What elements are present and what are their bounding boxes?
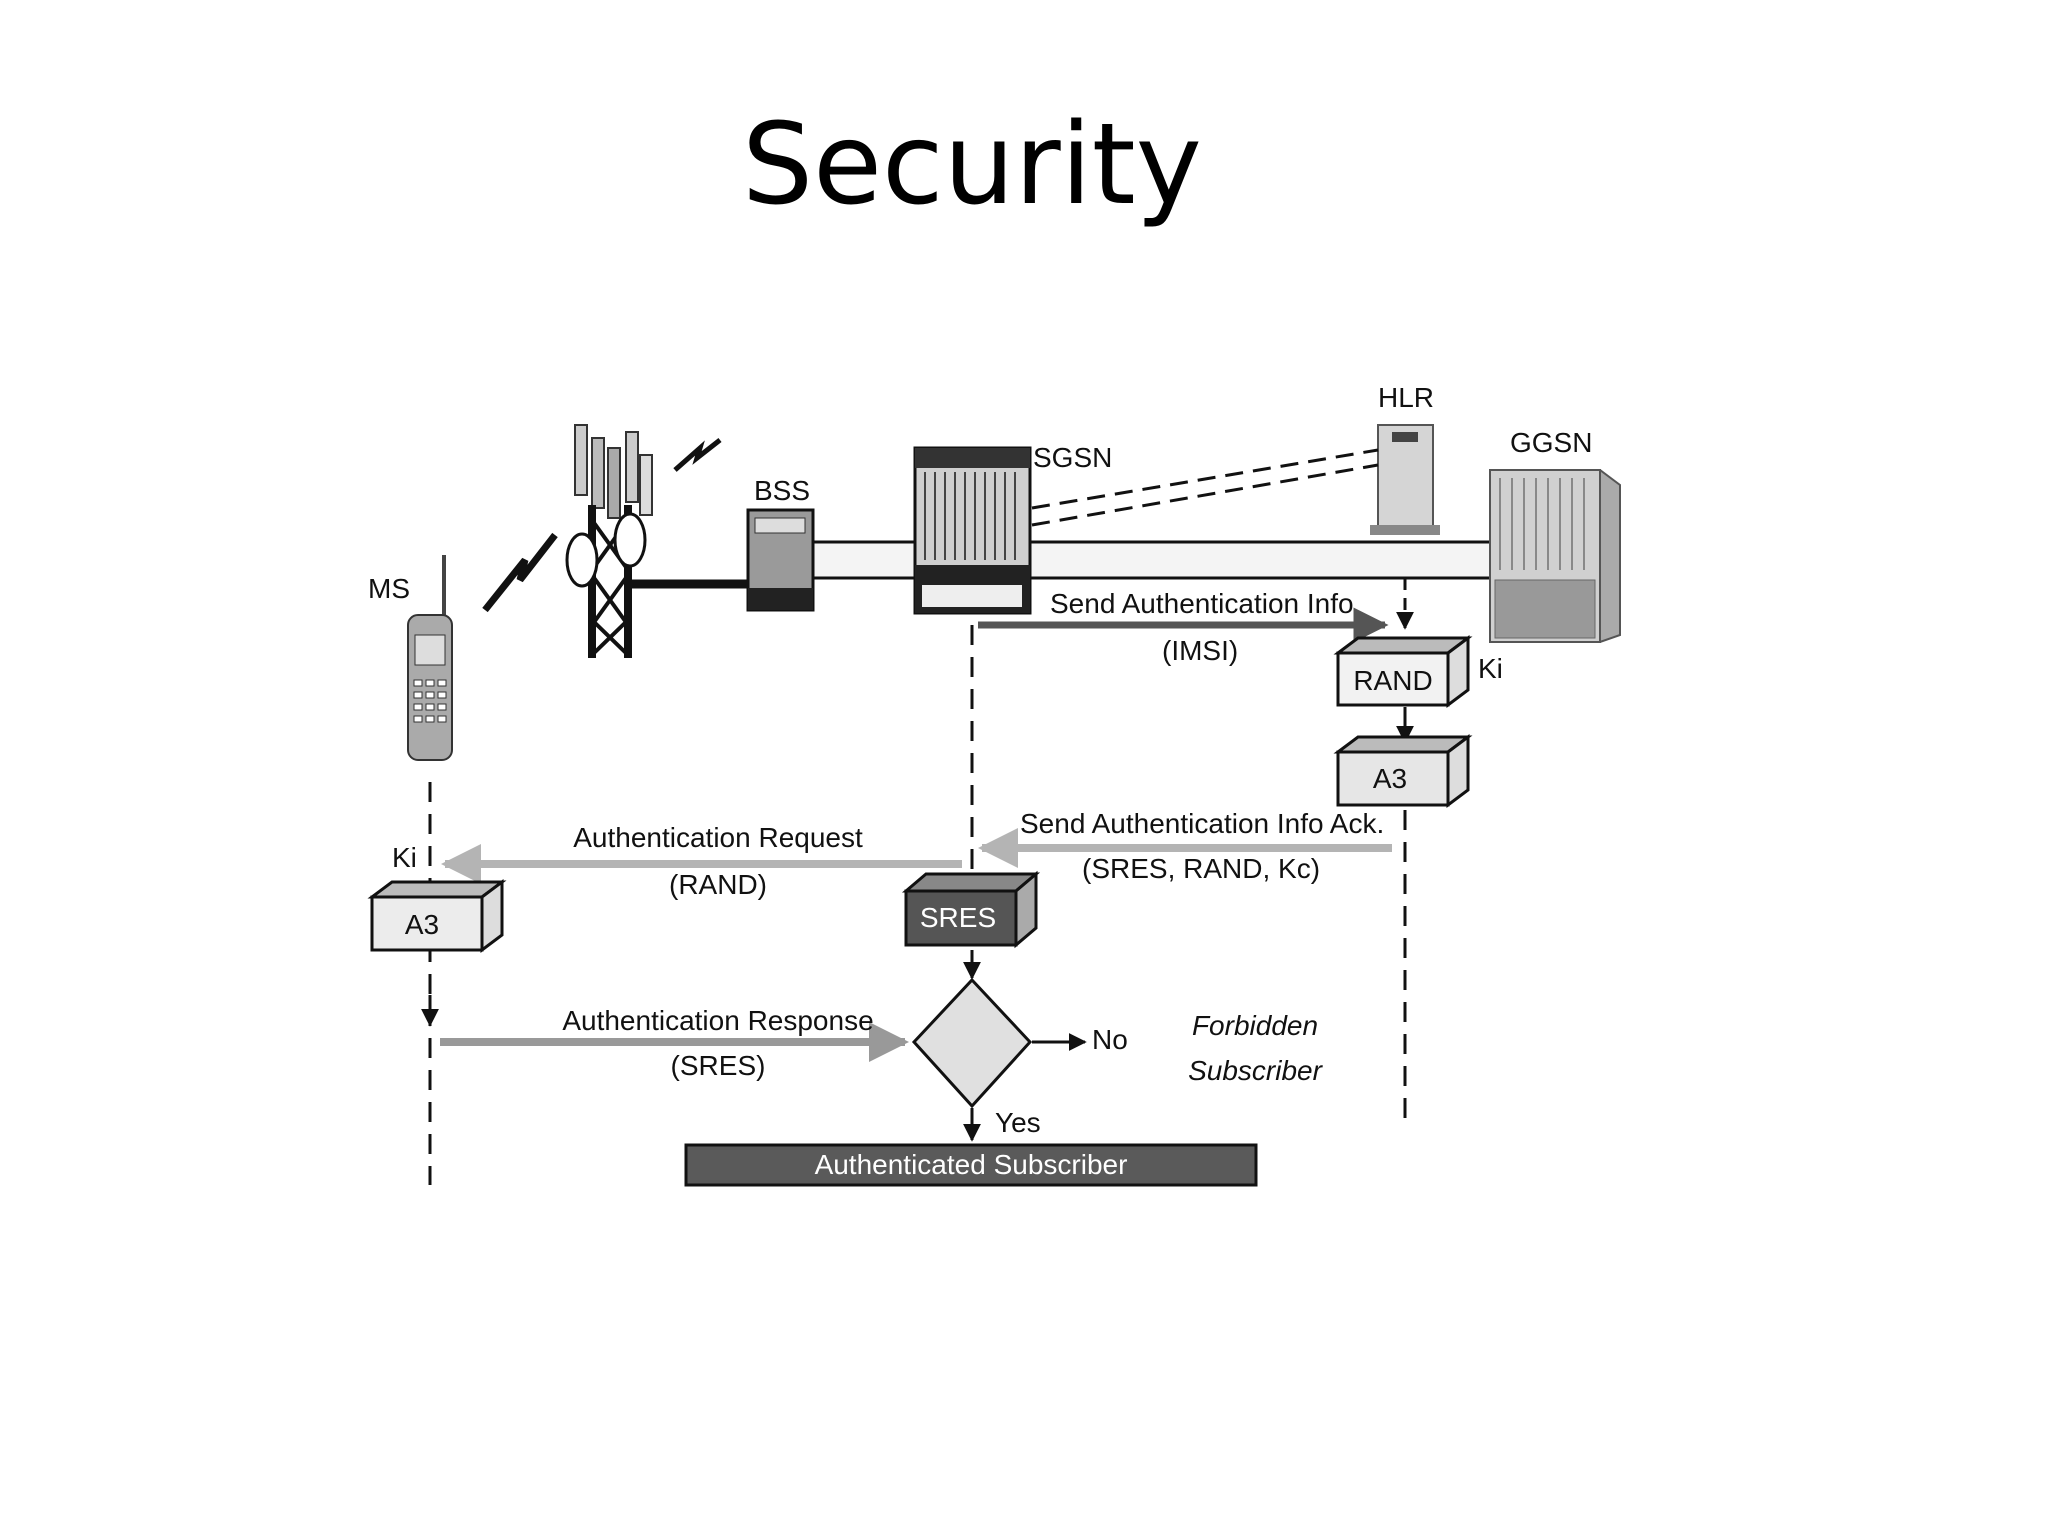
a3-ms-box xyxy=(367,879,507,953)
ki-ms-label: Ki xyxy=(392,842,417,873)
hlr-label: HLR xyxy=(1378,382,1434,413)
decision-diamond xyxy=(911,977,1033,1109)
a3-hlr-box xyxy=(1333,734,1473,808)
sgsn-hlr-link xyxy=(1031,448,1379,510)
send-auth-info-ack-param: (SRES, RAND, Kc) xyxy=(1082,853,1320,884)
send-auth-info-param: (IMSI) xyxy=(1162,635,1238,666)
auth-request-param: (RAND) xyxy=(669,869,767,900)
ggsn-label: GGSN xyxy=(1510,427,1592,458)
forbidden-label-line2: Subscriber xyxy=(1188,1055,1324,1086)
no-label: No xyxy=(1092,1024,1128,1055)
slide-title: Security xyxy=(742,100,1202,230)
lightning-icon xyxy=(673,438,722,472)
sres-box xyxy=(901,870,1041,949)
authenticated-banner-label: Authenticated Subscriber xyxy=(815,1149,1128,1180)
auth-response-param: (SRES) xyxy=(671,1050,766,1081)
cell-tower-icon xyxy=(565,424,653,658)
send-auth-info-label: Send Authentication Info xyxy=(1050,588,1354,619)
ki-hlr-label: Ki xyxy=(1478,653,1503,684)
sgsn-icon xyxy=(913,446,1032,615)
authenticated-banner xyxy=(684,1143,1258,1187)
auth-request-label: Authentication Request xyxy=(573,822,863,853)
ms-label: MS xyxy=(368,573,410,604)
hlr-icon xyxy=(1370,424,1440,535)
forbidden-label-line1: Forbidden xyxy=(1192,1010,1318,1041)
bss-label: BSS xyxy=(754,475,810,506)
mobile-phone-icon xyxy=(407,555,453,761)
lightning-icon xyxy=(482,532,558,613)
ggsn-icon xyxy=(1489,469,1621,643)
sgsn-label: SGSN xyxy=(1033,442,1112,473)
a3-ms-label: A3 xyxy=(405,909,439,940)
send-auth-info-ack-label: Send Authentication Info Ack. xyxy=(1020,808,1384,839)
bss-icon xyxy=(746,508,815,612)
sres-box-label: SRES xyxy=(920,902,996,933)
a3-hlr-label: A3 xyxy=(1373,763,1407,794)
rand-box-label: RAND xyxy=(1353,665,1432,696)
auth-response-label: Authentication Response xyxy=(562,1005,873,1036)
rand-box xyxy=(1333,635,1473,708)
yes-label: Yes xyxy=(995,1107,1041,1138)
sgsn-hlr-link xyxy=(1031,463,1379,527)
